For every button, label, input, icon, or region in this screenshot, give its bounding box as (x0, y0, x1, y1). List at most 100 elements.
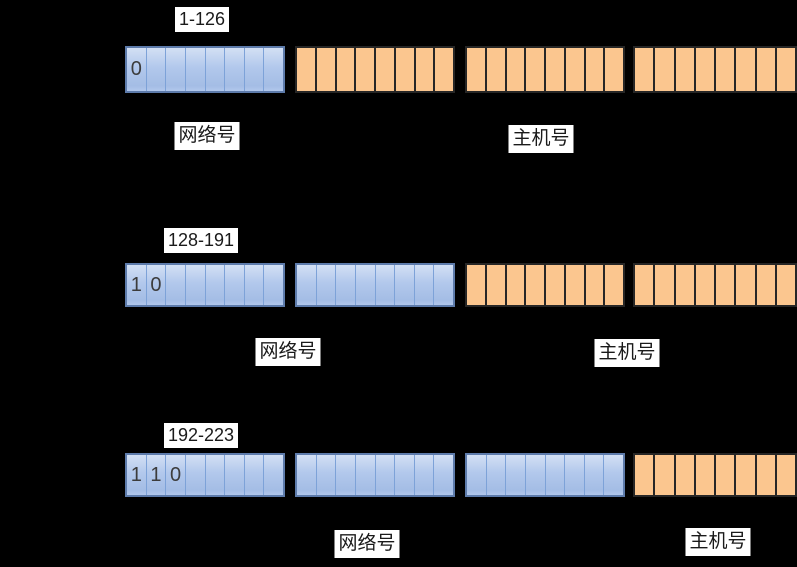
octet-bar-host-class-b (633, 263, 797, 307)
network-label-class-b: 网络号 (255, 338, 321, 366)
octet-bar-host-class-c (633, 453, 797, 497)
bit-cell (566, 48, 586, 91)
bit-cell (415, 455, 435, 495)
bit-cell (376, 48, 396, 91)
bit-cell (696, 455, 716, 495)
host-label-class-a: 主机号 (508, 125, 574, 153)
bit-cell (716, 48, 737, 91)
octet-bar-network-class-b (295, 263, 455, 307)
bit-cell (225, 455, 245, 495)
bit-cell (635, 455, 656, 495)
host-label-class-b: 主机号 (594, 339, 660, 367)
octet-bar-host-class-b (465, 263, 625, 307)
bit-cell (245, 48, 265, 91)
network-label-class-c: 网络号 (334, 530, 400, 558)
bit-cell (736, 48, 757, 91)
bit-cell (777, 48, 795, 91)
bit-cell: 1 (147, 455, 167, 495)
bit-cell (317, 455, 337, 495)
bit-cell (415, 265, 435, 305)
bit-cell (206, 48, 226, 91)
bit-cell (434, 455, 453, 495)
bit-cell (396, 48, 416, 91)
bit-cell (655, 48, 676, 91)
bit-cell (206, 455, 226, 495)
bit-cell (757, 265, 777, 305)
bit-cell: 0 (147, 265, 167, 305)
octet-bar-network-class-c (465, 453, 625, 497)
bit-cell (225, 265, 245, 305)
bit-cell (337, 48, 357, 91)
bit-cell (434, 265, 453, 305)
bit-cell (317, 265, 337, 305)
bit-cell (526, 455, 546, 495)
bit-cell (416, 48, 436, 91)
bit-cell (586, 48, 606, 91)
bit-cell (317, 48, 337, 91)
bit-cell (507, 48, 527, 91)
bit-cell (655, 265, 676, 305)
bit-cell (336, 455, 356, 495)
bit-cell (487, 455, 507, 495)
bit-cell (356, 265, 376, 305)
bit-cell (186, 265, 206, 305)
bit-cell (757, 455, 777, 495)
bit-cell (566, 265, 586, 305)
bit-cell (166, 48, 186, 91)
bit-cell (186, 48, 206, 91)
bit-cell (297, 265, 317, 305)
bit-cell (506, 455, 526, 495)
bit-cell (696, 265, 716, 305)
bit-cell (546, 455, 566, 495)
bit-cell (206, 265, 226, 305)
bit-cell (546, 48, 566, 91)
bit-cell (777, 265, 795, 305)
bit-cell (467, 265, 487, 305)
host-label-class-c: 主机号 (685, 528, 751, 556)
bit-cell (297, 455, 317, 495)
bit-cell (526, 265, 546, 305)
bit-cell (676, 455, 696, 495)
bit-cell (264, 455, 283, 495)
bit-cell (635, 265, 656, 305)
octet-bar-host-class-a (295, 46, 455, 93)
bit-cell (655, 455, 676, 495)
bit-cell (297, 48, 317, 91)
bit-cell: 0 (166, 455, 186, 495)
bit-cell (716, 265, 737, 305)
bit-cell (546, 265, 566, 305)
bit-cell (507, 265, 527, 305)
bit-cell (487, 265, 507, 305)
bit-cell (585, 455, 605, 495)
bit-cell (395, 265, 415, 305)
bit-cell (356, 455, 376, 495)
bit-cell: 1 (127, 265, 147, 305)
bit-cell: 1 (127, 455, 147, 495)
bit-cell (736, 455, 757, 495)
bit-cell (264, 265, 283, 305)
bit-cell (245, 455, 265, 495)
bit-cell (777, 455, 795, 495)
bit-cell (376, 455, 396, 495)
bit-cell (467, 455, 487, 495)
network-label-class-a: 网络号 (174, 122, 240, 150)
bit-cell (565, 455, 585, 495)
bit-cell (635, 48, 656, 91)
bit-cell (605, 265, 623, 305)
bit-cell (336, 265, 356, 305)
bit-cell (526, 48, 546, 91)
bit-cell (166, 265, 186, 305)
bit-cell (676, 265, 696, 305)
bit-cell (716, 455, 737, 495)
bit-cell (696, 48, 716, 91)
range-label-class-a: 1-126 (175, 7, 230, 32)
bit-cell (605, 48, 623, 91)
bit-cell (147, 48, 167, 91)
octet-bar-network-class-a: 0 (125, 46, 285, 93)
range-label-class-b: 128-191 (164, 228, 239, 253)
bit-cell (757, 48, 777, 91)
bit-cell (264, 48, 283, 91)
bit-cell (676, 48, 696, 91)
bit-cell: 0 (127, 48, 147, 91)
